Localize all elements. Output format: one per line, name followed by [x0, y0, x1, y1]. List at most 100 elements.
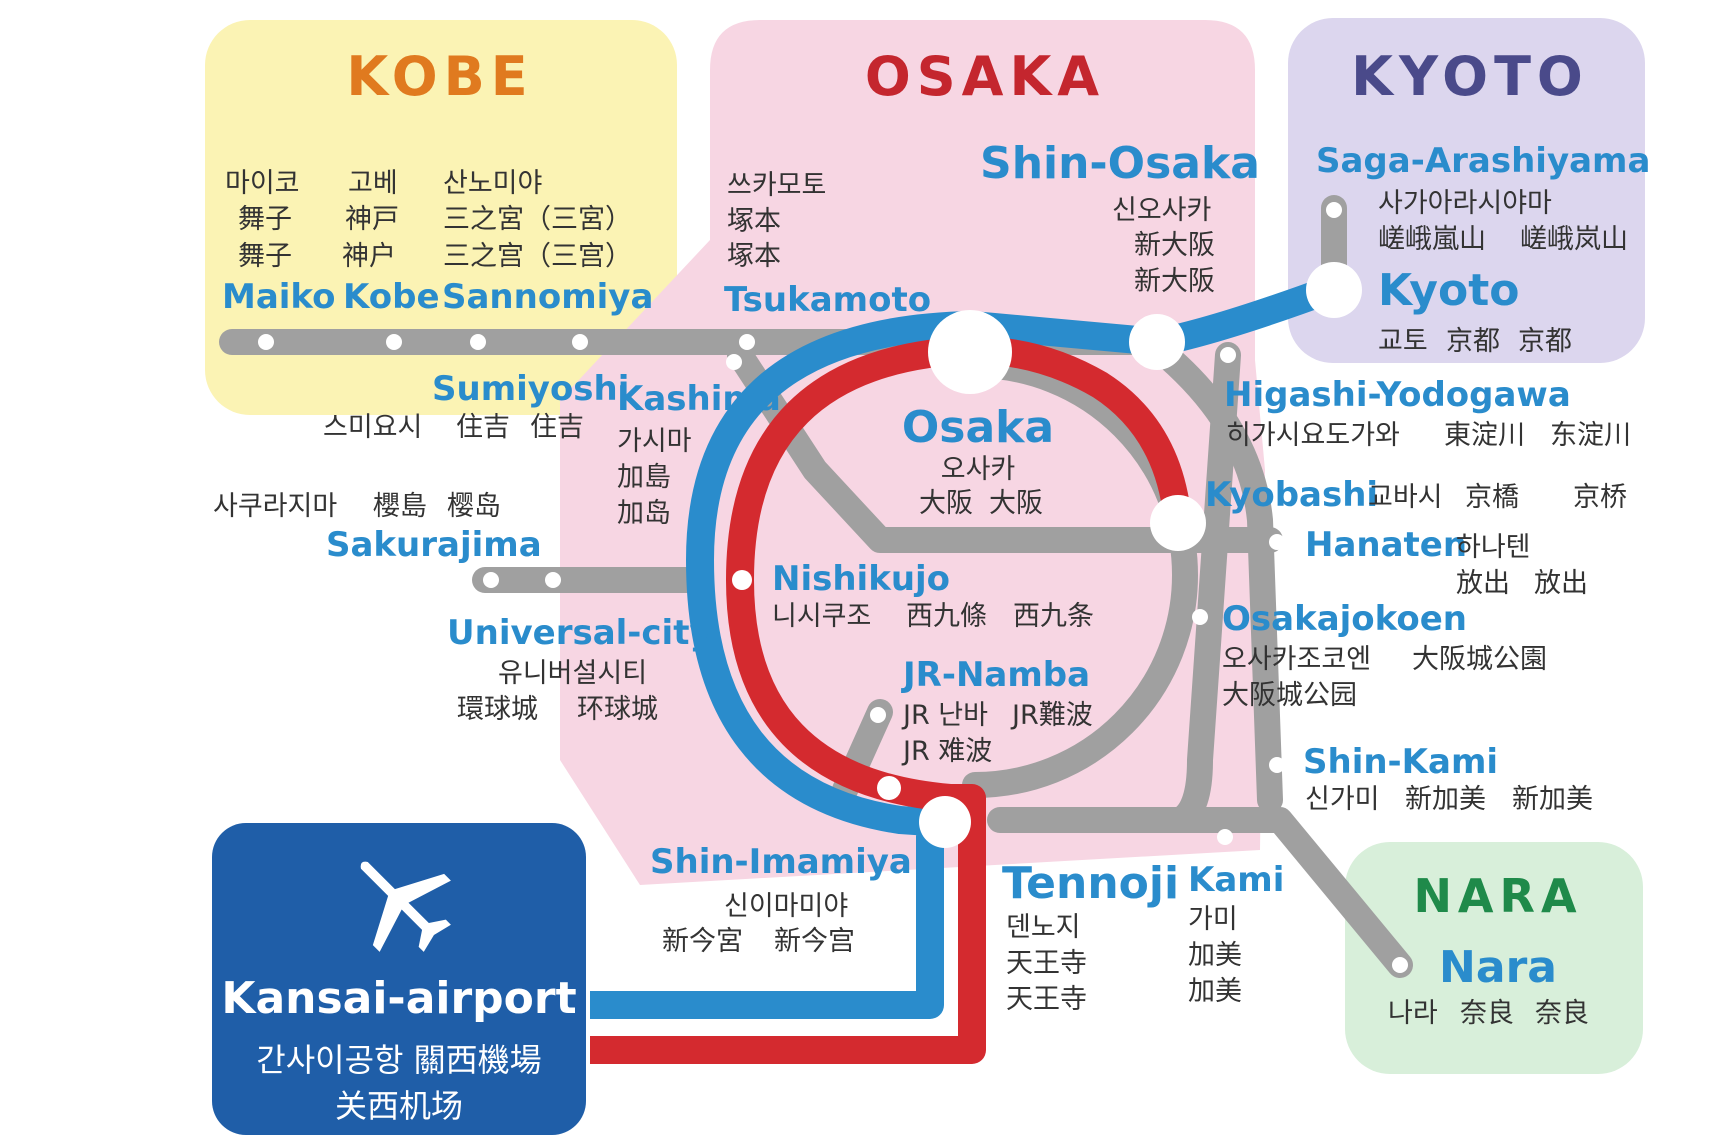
shin-imamiya-zh: 新今宫 — [774, 926, 855, 957]
station-saga-arashiyama-marker[interactable] — [1326, 202, 1342, 218]
sumiyoshi-en[interactable]: Sumiyoshi — [432, 369, 629, 409]
sakurajima-zh: 樱岛 — [447, 491, 501, 522]
kyobashi-ko: 교바시 — [1368, 482, 1443, 513]
station-kyobashi-marker[interactable] — [1150, 495, 1206, 551]
shin-kami-zh: 新加美 — [1512, 784, 1593, 815]
station-universal-city-marker[interactable] — [545, 572, 561, 588]
higashi-yodogawa-ja: 東淀川 — [1444, 420, 1525, 451]
jr-namba-ja: JR難波 — [1010, 700, 1093, 731]
kyoto-en[interactable]: Kyoto — [1378, 265, 1519, 316]
osaka-ko: 오사카 — [941, 454, 1016, 485]
nishikujo-en[interactable]: Nishikujo — [772, 559, 950, 599]
kyoto-zh: 京都 — [1518, 326, 1572, 357]
station-tennoji-marker[interactable] — [919, 796, 971, 848]
nishikujo-ko: 니시쿠조 — [772, 601, 871, 632]
station-nishikujo-marker[interactable] — [732, 570, 752, 590]
kansai-airport-ja: 關西機場 — [413, 1041, 542, 1079]
station-maiko-marker[interactable] — [258, 334, 274, 350]
saga-arashiyama-ko: 사가아라시야마 — [1378, 188, 1552, 219]
hanaten-ko: 하나텐 — [1456, 532, 1531, 563]
shin-kami-en[interactable]: Shin-Kami — [1303, 742, 1498, 782]
kami-zh: 加美 — [1188, 976, 1242, 1007]
maiko-en[interactable]: Maiko — [222, 277, 336, 317]
kashima-zh: 加岛 — [617, 498, 671, 529]
station-hanaten-marker[interactable] — [1269, 534, 1285, 550]
universal-city-en[interactable]: Universal-city — [447, 613, 712, 653]
saga-arashiyama-ja: 嵯峨嵐山 — [1378, 224, 1486, 255]
station-shin-osaka-marker[interactable] — [1129, 314, 1185, 370]
kashima-en[interactable]: Kashima — [617, 379, 781, 419]
sumiyoshi-ja: 住吉 — [456, 412, 510, 443]
hanaten-zh: 放出 — [1534, 568, 1588, 599]
yamatoji-line — [987, 807, 1413, 978]
station-kyoto-marker[interactable] — [1306, 262, 1362, 318]
jr-namba-ko: JR 난바 — [901, 700, 988, 731]
kobe-en[interactable]: Kobe — [343, 277, 440, 317]
kobe-zh: 神户 — [342, 241, 396, 272]
kansai-airport-ko: 간사이공항 — [256, 1041, 404, 1079]
sakurajima-en[interactable]: Sakurajima — [326, 525, 542, 565]
tsukamoto-zh: 塚本 — [727, 241, 781, 272]
blue-line — [590, 274, 1339, 1019]
kansai-airport-en: Kansai-airport — [221, 973, 577, 1024]
station-kami-marker[interactable] — [1217, 829, 1233, 845]
station-sumiyoshi-marker[interactable] — [572, 334, 588, 350]
station-kashima-marker[interactable] — [726, 354, 742, 370]
universal-city-ja: 環球城 — [457, 694, 538, 725]
kobe-ja: 神戸 — [345, 204, 399, 235]
higashi-yodogawa-en[interactable]: Higashi-Yodogawa — [1224, 375, 1571, 415]
station-osakajokoen-marker[interactable] — [1192, 609, 1208, 625]
station-kobe-marker[interactable] — [386, 334, 402, 350]
kansai-airport-ko-ja: 간사이공항 關西機場 — [212, 1035, 586, 1081]
higashi-yodogawa-ko: 히가시요도가와 — [1226, 420, 1400, 451]
station-nara-marker[interactable] — [1392, 957, 1408, 973]
shin-imamiya-en[interactable]: Shin-Imamiya — [650, 842, 912, 882]
kansai-airport-panel[interactable]: Kansai-airport 간사이공항 關西機場 关西机场 — [212, 823, 586, 1135]
station-shin-imamiya-marker[interactable] — [877, 776, 901, 800]
kashima-ja: 加島 — [617, 462, 671, 493]
hanaten-en[interactable]: Hanaten — [1305, 525, 1467, 565]
osaka-en[interactable]: Osaka — [902, 402, 1054, 453]
station-shin-kami-marker[interactable] — [1269, 757, 1285, 773]
maiko-ja: 舞子 — [238, 204, 292, 235]
kyobashi-ja: 京橋 — [1465, 482, 1519, 513]
tsukamoto-en[interactable]: Tsukamoto — [724, 280, 931, 320]
jr-namba-en[interactable]: JR-Namba — [901, 655, 1090, 695]
osakajokoen-en[interactable]: Osakajokoen — [1222, 599, 1467, 639]
kami-en[interactable]: Kami — [1188, 860, 1284, 900]
tennoji-en[interactable]: Tennoji — [1002, 858, 1179, 909]
station-jr-namba-marker[interactable] — [870, 707, 886, 723]
sannomiya-en[interactable]: Sannomiya — [442, 277, 653, 317]
osakajokoen-zh: 大阪城公园 — [1222, 680, 1357, 711]
sumiyoshi-ko: 스미요시 — [323, 412, 422, 443]
kyobashi-en[interactable]: Kyobashi — [1205, 475, 1378, 515]
shin-osaka-ja: 新大阪 — [1134, 230, 1215, 261]
osaka-title: OSAKA — [865, 45, 1105, 108]
station-sakurajima-marker[interactable] — [483, 572, 499, 588]
osaka-region — [560, 20, 1265, 885]
kyobashi-zh: 京桥 — [1573, 482, 1627, 513]
tsukamoto-ko: 쓰카모토 — [727, 170, 826, 201]
sakurajima-ja: 櫻島 — [373, 491, 427, 522]
sumiyoshi-zh: 住吉 — [530, 412, 584, 443]
saga-arashiyama-zh: 嵯峨岚山 — [1520, 224, 1628, 255]
kobe-title: KOBE — [346, 45, 533, 108]
shin-imamiya-ko: 신이마미야 — [724, 891, 848, 922]
sannomiya-ja: 三之宮（三宮） — [443, 204, 632, 235]
saga-arashiyama-en[interactable]: Saga-Arashiyama — [1316, 141, 1650, 181]
station-higashi-yodogawa-marker[interactable] — [1220, 347, 1236, 363]
sannomiya-zh: 三之宫（三宫） — [443, 241, 632, 272]
kami-ko: 가미 — [1188, 904, 1238, 935]
nara-region — [1345, 842, 1643, 1074]
universal-city-zh: 环球城 — [577, 694, 658, 725]
shin-imamiya-ja: 新今宮 — [662, 926, 743, 957]
gray-loop-line — [962, 352, 1198, 798]
nara-en[interactable]: Nara — [1439, 942, 1557, 993]
shin-osaka-en[interactable]: Shin-Osaka — [980, 138, 1260, 189]
station-sannomiya-marker[interactable] — [470, 334, 486, 350]
station-osaka-marker[interactable] — [928, 310, 1012, 394]
station-tsukamoto-marker[interactable] — [739, 334, 755, 350]
tennoji-ja: 天王寺 — [1006, 948, 1087, 979]
kobe-region — [205, 20, 677, 415]
